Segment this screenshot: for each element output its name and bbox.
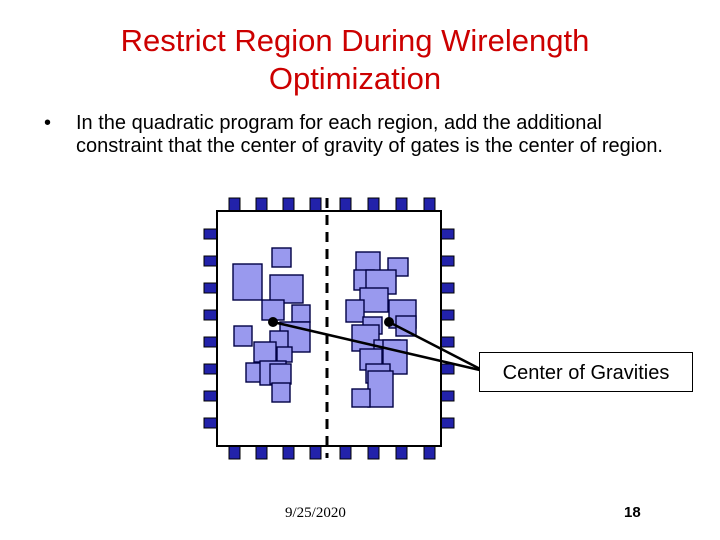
pin-left (203, 336, 219, 348)
pin-top (282, 197, 295, 213)
pin-top (228, 197, 241, 213)
bullet-point: • In the quadratic program for each regi… (44, 112, 684, 158)
gate-cell (232, 263, 263, 301)
pin-left (203, 228, 219, 240)
pin-bottom (367, 444, 380, 460)
pin-bottom (282, 444, 295, 460)
page-number: 18 (624, 504, 641, 521)
pin-left (203, 417, 219, 429)
pin-left (203, 255, 219, 267)
gate-cell (271, 247, 292, 268)
pin-bottom (309, 444, 322, 460)
pin-right (439, 309, 455, 321)
pin-top (255, 197, 268, 213)
gate-cell (291, 304, 311, 323)
center-of-gravity-left (268, 317, 278, 327)
pin-right (439, 417, 455, 429)
gates (232, 247, 417, 408)
pointer-line-left (272, 320, 485, 373)
bullet-dot: • (44, 112, 52, 134)
pin-bottom (339, 444, 352, 460)
pin-top (367, 197, 380, 213)
pin-left (203, 282, 219, 294)
callout-box: Center of Gravities (479, 352, 693, 392)
gate-cell (233, 325, 253, 347)
pin-bottom (255, 444, 268, 460)
title-line-2: Optimization (268, 61, 442, 96)
bullet-text: In the quadratic program for each region… (76, 112, 663, 157)
pin-right (439, 255, 455, 267)
pin-top (309, 197, 322, 213)
gate-cell (271, 382, 291, 403)
footer-date: 9/25/2020 (285, 505, 346, 521)
gate-cell (269, 274, 304, 304)
pin-right (439, 336, 455, 348)
gate-cell (345, 299, 365, 323)
gate-cell (253, 341, 277, 363)
pin-top (339, 197, 352, 213)
pin-left (203, 309, 219, 321)
pointer-line-right (388, 320, 485, 373)
pin-left (203, 390, 219, 402)
pin-right (439, 363, 455, 375)
gate-cell (351, 388, 371, 408)
pin-bottom (228, 444, 241, 460)
pin-bottom (423, 444, 436, 460)
title-line-1: Restrict Region During Wirelength (120, 23, 590, 58)
slide-title: Restrict Region During Wirelength Optimi… (0, 22, 710, 98)
pin-right (439, 228, 455, 240)
pin-left (203, 363, 219, 375)
callout-label: Center of Gravities (502, 362, 670, 384)
gate-cell (276, 346, 293, 363)
gate-cell (367, 370, 394, 408)
pin-top (423, 197, 436, 213)
gate-cell (269, 363, 292, 385)
pin-right (439, 282, 455, 294)
pin-bottom (395, 444, 408, 460)
pin-right (439, 390, 455, 402)
pin-top (395, 197, 408, 213)
center-of-gravity-right (384, 317, 394, 327)
